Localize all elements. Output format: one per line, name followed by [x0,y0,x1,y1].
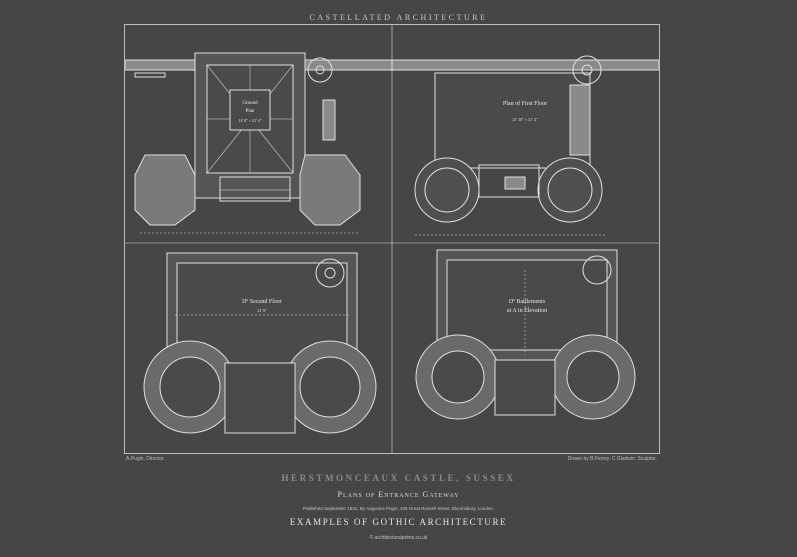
second-floor-right-tower-inner [299,356,361,418]
battlements-roof [446,259,608,351]
second-floor-dimension: 21' 8" [257,308,267,313]
first-floor-main-room [434,72,591,169]
battlements-label: at A in Elevation [507,308,547,314]
copyright-website: © architecturalprints.co.uk [369,535,428,541]
battlements-label: Dº Battlements [509,299,546,305]
second-floor-stair-newel [324,267,336,279]
second-floor-stair [315,258,345,288]
ground-plan-label-box [229,89,271,131]
ground-plan-stair-newel [315,65,325,75]
battlements-gate-chamber [494,359,556,416]
ground-plan-label: Ground [242,101,258,106]
first-floor-street-wall [391,59,659,71]
ground-plan-side-wall [322,99,336,141]
battlements-left-tower-inner [431,350,485,404]
first-floor-fireplace [504,176,526,190]
battlements-stair [582,255,612,285]
credit-draughtsman: Drawn by B.Ferrey. C.Gladwin. Sculptor. [567,456,657,462]
battlements-right-tower-inner [566,350,620,404]
first-floor-left-tower-inner [424,167,470,213]
ground-plan-entrance [219,176,291,202]
plate-title: HERSTMONCEAUX CASTLE, SUSSEX [281,473,516,483]
ground-plan-label: Plan [246,109,255,114]
ground-plan-stair [307,57,333,83]
plate-header-title: CASTELLATED ARCHITECTURE [309,13,488,22]
second-floor-gate-chamber [224,362,296,434]
ground-plan-dimension: 14' 8" × 21' 4" [239,118,262,123]
first-floor-stair [572,55,602,85]
battlements-plan [415,249,636,420]
ground-plan-right-tower [299,154,361,226]
series-title: EXAMPLES OF GOTHIC ARCHITECTURE [289,517,508,527]
second-floor-plan [143,252,377,434]
first-floor-side-wall [569,84,591,156]
first-floor-dimension: 21' 10" × 21' 4" [513,117,538,122]
ground-plan [125,52,393,234]
ground-plan-left-tower [134,154,196,226]
plate-subtitle: Plans of Entrance Gateway [337,490,460,499]
credit-director: A.Pugin, Director. [126,456,165,462]
first-floor-right-tower-inner [547,167,593,213]
first-floor-right-tower [537,157,603,223]
ground-plan-left-passage [134,72,166,78]
floor-plans-drawing: Ground Plan 14' 8" × 21' 4" Plan of Firs… [125,25,659,453]
publication-line: Published September 1831, By Augustus Pu… [302,506,495,511]
second-floor-left-tower-inner [159,356,221,418]
drawing-plate: Ground Plan 14' 8" × 21' 4" Plan of Firs… [124,24,660,454]
second-floor-label: Dº Second Floor [242,299,282,305]
first-floor-plan [391,55,659,236]
first-floor-gate-chamber [478,164,540,198]
first-floor-label: Plan of First Floor [503,100,547,107]
first-floor-stair-newel [581,64,593,76]
